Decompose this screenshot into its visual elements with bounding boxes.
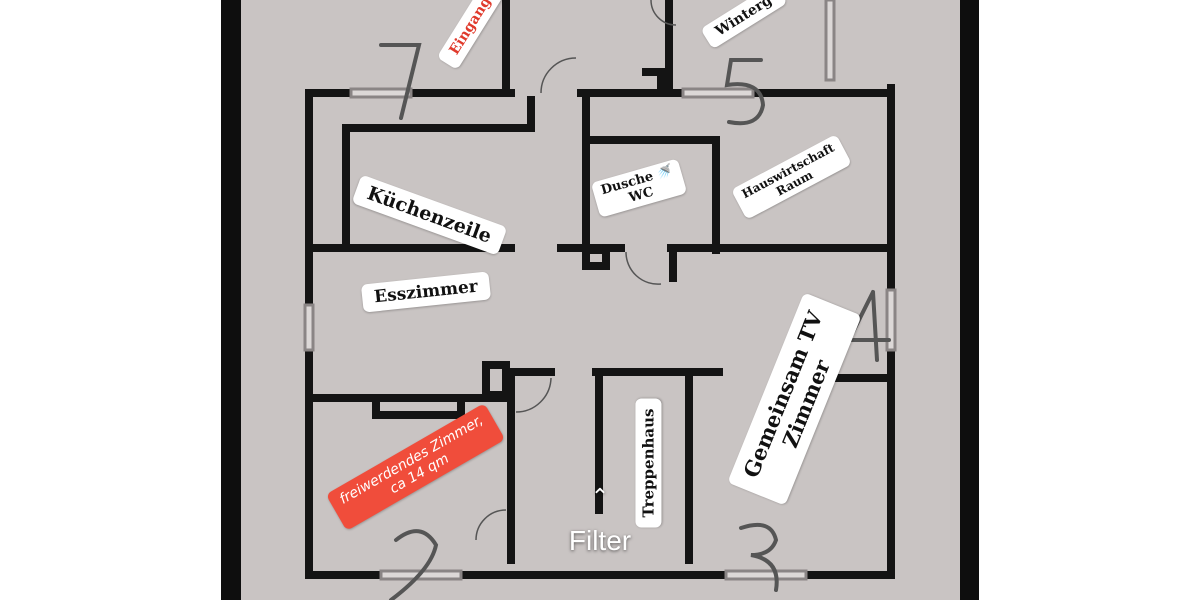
handwritten-number	[739, 523, 779, 592]
filter-button[interactable]: ⌃ Filter	[555, 486, 645, 558]
window	[349, 87, 413, 99]
door-swing	[540, 57, 577, 94]
door-swing	[625, 251, 662, 285]
door-swing	[515, 377, 552, 413]
window	[824, 0, 836, 82]
window	[885, 288, 897, 352]
black-border-right	[960, 0, 979, 600]
handwritten-number	[724, 58, 766, 126]
filter-label: Filter	[568, 525, 632, 556]
handwritten-number	[389, 529, 439, 600]
wall	[582, 246, 610, 270]
door-swing	[475, 509, 507, 541]
window	[681, 87, 755, 99]
handwritten-number	[379, 43, 422, 120]
window	[724, 569, 808, 581]
black-border-left	[221, 0, 241, 600]
door-swing	[650, 0, 677, 26]
chevron-up-icon[interactable]: ⌃	[590, 484, 610, 509]
floor-plan-drawing	[303, 0, 897, 600]
window	[303, 303, 315, 352]
wall	[482, 361, 510, 399]
